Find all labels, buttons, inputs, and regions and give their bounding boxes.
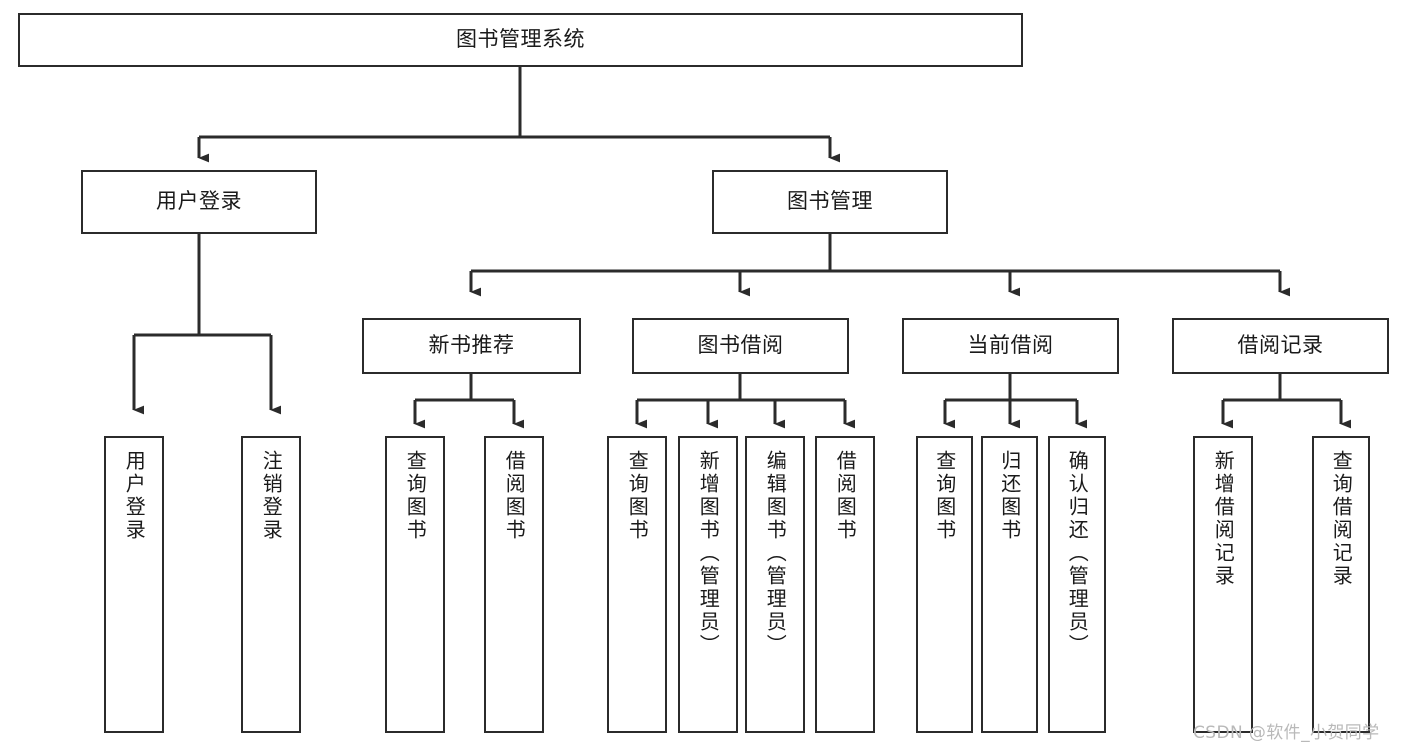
current-borrow-to-leaves-connectors	[943, 374, 1088, 429]
node-book-manage-label: 图书管理	[787, 189, 873, 214]
node-borrow-record[interactable]: 借阅记录	[1172, 318, 1389, 374]
node-leaf-borrow-book-1-label: 借阅图书	[502, 450, 527, 542]
book-manage-to-level3-connectors	[469, 234, 1291, 297]
node-leaf-add-book-label: 新增图书（管理员）	[696, 450, 721, 657]
node-leaf-borrow-book-2-label: 借阅图书	[833, 450, 858, 542]
node-leaf-add-book[interactable]: 新增图书（管理员）	[678, 436, 738, 733]
node-current-borrow[interactable]: 当前借阅	[902, 318, 1119, 374]
node-leaf-query-record[interactable]: 查询借阅记录	[1312, 436, 1370, 733]
node-book-borrow[interactable]: 图书借阅	[632, 318, 849, 374]
node-book-manage[interactable]: 图书管理	[712, 170, 948, 234]
csdn-watermark: CSDN @软件_小贺同学	[1193, 723, 1380, 743]
node-leaf-user-logout-label: 注销登录	[259, 450, 284, 542]
node-current-borrow-label: 当前借阅	[967, 333, 1054, 358]
node-leaf-add-record[interactable]: 新增借阅记录	[1193, 436, 1253, 733]
node-user-login-label: 用户登录	[156, 189, 242, 214]
node-leaf-add-record-label: 新增借阅记录	[1211, 450, 1236, 588]
node-book-borrow-label: 图书借阅	[697, 333, 784, 358]
node-leaf-borrow-book-1[interactable]: 借阅图书	[484, 436, 544, 733]
node-leaf-user-login-label: 用户登录	[122, 450, 147, 542]
node-root[interactable]: 图书管理系统	[18, 13, 1023, 67]
user-login-to-leaves-connectors	[132, 234, 282, 415]
node-leaf-query-book-2[interactable]: 查询图书	[607, 436, 667, 733]
node-leaf-confirm-return-label: 确认归还（管理员）	[1065, 450, 1090, 657]
node-leaf-confirm-return[interactable]: 确认归还（管理员）	[1048, 436, 1106, 733]
book-borrow-to-leaves-connectors	[635, 374, 856, 429]
node-root-label: 图书管理系统	[456, 27, 585, 52]
node-new-book-recommend[interactable]: 新书推荐	[362, 318, 581, 374]
node-leaf-edit-book-label: 编辑图书（管理员）	[763, 450, 788, 657]
node-leaf-query-book-1[interactable]: 查询图书	[385, 436, 445, 733]
node-borrow-record-label: 借阅记录	[1237, 333, 1324, 358]
node-leaf-query-record-label: 查询借阅记录	[1329, 450, 1354, 588]
node-leaf-user-logout[interactable]: 注销登录	[241, 436, 301, 733]
root-to-level2-connectors	[197, 67, 841, 163]
node-leaf-query-book-3-label: 查询图书	[932, 450, 957, 542]
node-leaf-edit-book[interactable]: 编辑图书（管理员）	[745, 436, 805, 733]
borrow-record-to-leaves-connectors	[1221, 374, 1352, 429]
new-book-recommend-to-leaves-connectors	[413, 374, 525, 429]
node-leaf-query-book-1-label: 查询图书	[403, 450, 428, 542]
node-leaf-borrow-book-2[interactable]: 借阅图书	[815, 436, 875, 733]
node-new-book-recommend-label: 新书推荐	[428, 333, 515, 358]
node-leaf-query-book-2-label: 查询图书	[625, 450, 650, 542]
node-leaf-query-book-3[interactable]: 查询图书	[916, 436, 973, 733]
node-leaf-user-login[interactable]: 用户登录	[104, 436, 164, 733]
node-user-login[interactable]: 用户登录	[81, 170, 317, 234]
node-leaf-return-book[interactable]: 归还图书	[981, 436, 1038, 733]
node-leaf-return-book-label: 归还图书	[997, 450, 1022, 542]
